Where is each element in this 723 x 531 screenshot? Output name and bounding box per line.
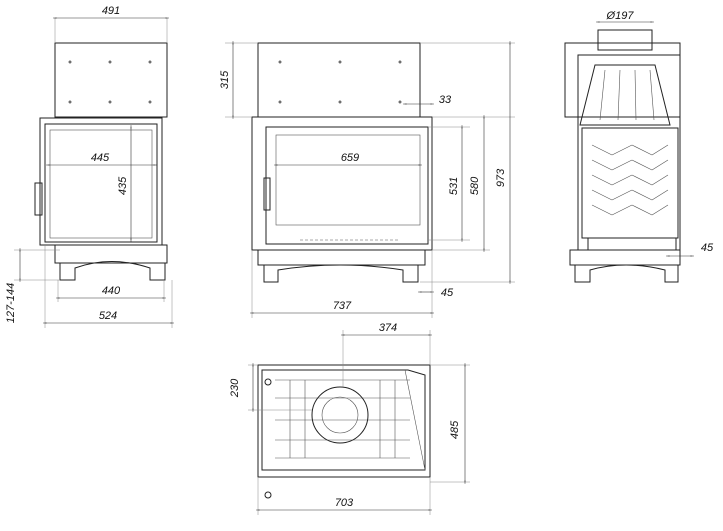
flue-outlet	[311, 386, 369, 444]
top-view: 374 230 485 703	[229, 322, 470, 515]
dim-973: 973	[495, 168, 507, 187]
dim-374: 374	[379, 322, 397, 334]
front-view-2: 315 33 659 531 580 973 45 737	[219, 41, 515, 318]
dim-440: 440	[102, 285, 121, 297]
front-view: 491 445 435 440 524 127-144	[5, 5, 174, 328]
dim-45-side: 45	[701, 242, 714, 254]
dim-flue-diameter: Ø197	[606, 10, 635, 22]
dim-703: 703	[335, 497, 354, 509]
dim-435: 435	[117, 176, 129, 195]
dim-659: 659	[341, 152, 359, 164]
dim-230: 230	[229, 378, 241, 398]
dim-531: 531	[448, 177, 460, 195]
dim-445: 445	[91, 152, 110, 164]
dim-45-front: 45	[441, 287, 454, 299]
dim-524: 524	[99, 310, 117, 322]
side-view: Ø197 45	[564, 10, 714, 283]
dim-485: 485	[449, 420, 461, 439]
dim-580: 580	[469, 176, 481, 195]
dim-737: 737	[333, 300, 352, 312]
dim-315: 315	[219, 70, 231, 89]
dim-491: 491	[102, 5, 120, 17]
door-handle	[34, 182, 43, 216]
dim-33: 33	[439, 94, 452, 106]
dim-127-144: 127-144	[5, 283, 17, 323]
brick-pattern-icon	[591, 144, 669, 216]
